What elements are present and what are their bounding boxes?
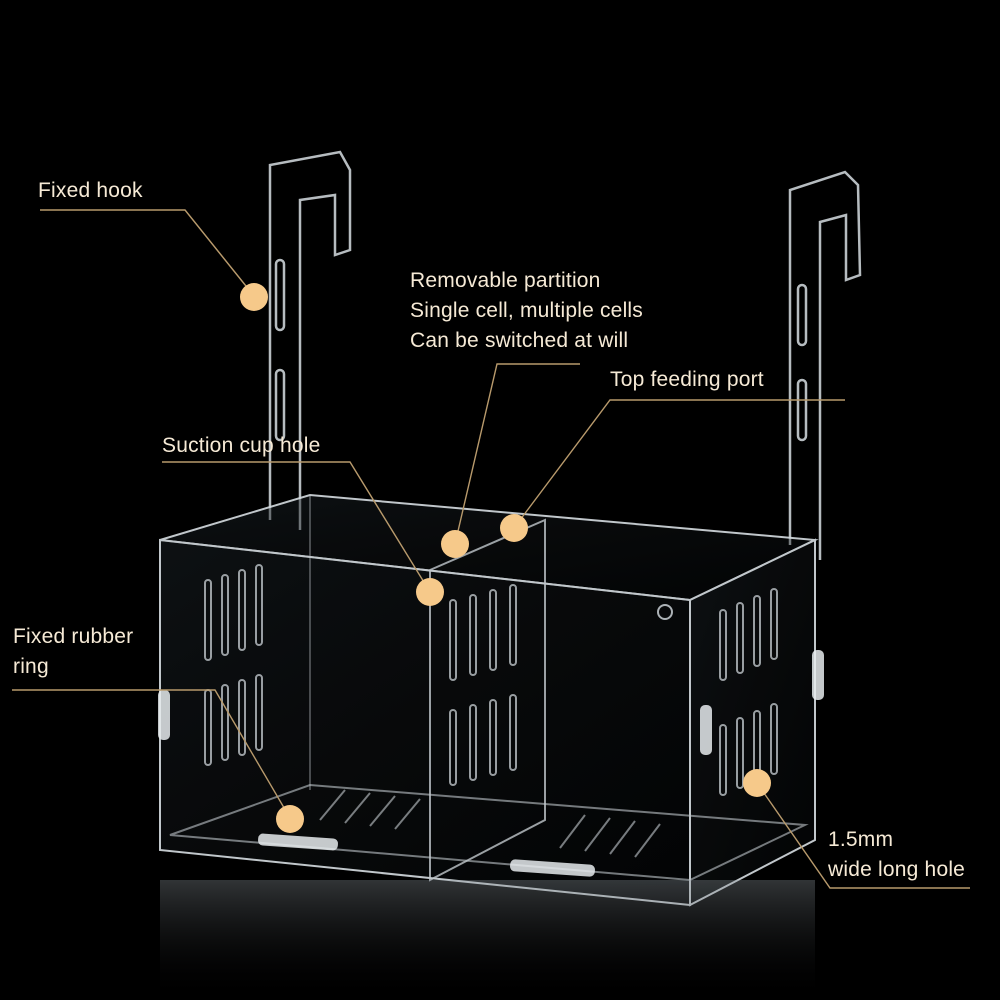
label-long-hole: 1.5mm wide long hole bbox=[828, 828, 966, 881]
label-top-feeding-port: Top feeding port bbox=[610, 368, 764, 391]
label-removable-partition: Removable partition Single cell, multipl… bbox=[410, 269, 643, 352]
dot-fixed-rubber-ring bbox=[276, 805, 304, 833]
dot-removable-partition bbox=[441, 530, 469, 558]
floor-reflection bbox=[160, 880, 815, 1000]
acrylic-box bbox=[159, 493, 819, 907]
vent-slots bbox=[204, 564, 778, 796]
rubber-rings bbox=[158, 650, 824, 877]
dot-suction-cup-hole bbox=[416, 578, 444, 606]
tray-slots bbox=[319, 789, 661, 858]
label-fixed-hook: Fixed hook bbox=[38, 179, 143, 202]
suction-cup-hole-mark bbox=[657, 604, 673, 620]
dot-fixed-hook bbox=[240, 283, 268, 311]
leader-lines bbox=[12, 209, 970, 889]
dot-long-hole bbox=[743, 769, 771, 797]
dot-top-feeding-port bbox=[500, 514, 528, 542]
right-hook bbox=[788, 170, 862, 560]
label-suction-cup-hole: Suction cup hole bbox=[162, 434, 321, 457]
marker-dots bbox=[240, 283, 771, 833]
label-fixed-rubber-ring: Fixed rubber ring bbox=[13, 625, 134, 678]
left-hook bbox=[268, 150, 352, 530]
